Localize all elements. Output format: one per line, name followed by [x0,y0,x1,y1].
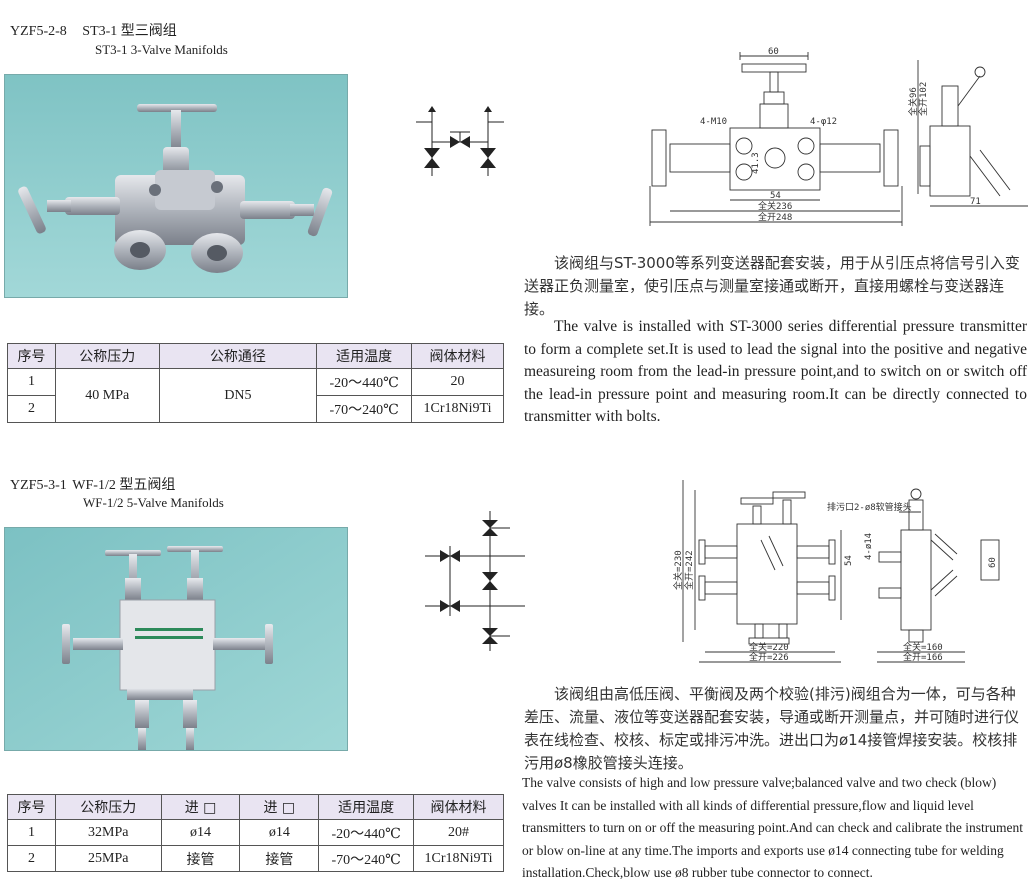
col-header-inlet: 进 □ [160,794,241,820]
cell-pressure: 32MPa [54,819,162,846]
table-row: 2 -70～240℃ 1Cr18Ni9Ti [7,395,504,423]
section2-subtitle: WF-1/2 5-Valve Manifolds [83,495,224,510]
drawing2-drain: 排污口2-ø8软管接头 [827,501,912,513]
cell-diameter: DN5 [158,368,318,423]
col-header-material: 阀体材料 [411,343,504,369]
section2-heading: YZF5-3-1 WF-1/2 型五阀组 [10,474,175,494]
drawing1-w54: 54 [770,191,781,201]
table-row: 1 40 MPa DN5 -20～440℃ 20 [7,368,504,423]
col-header-pressure: 公称压力 [54,794,162,820]
cell-no: 1 [7,368,56,396]
cell-inlet: 接管 [239,845,320,872]
cell-material: 1Cr18Ni9Ti [411,395,504,423]
drawing2-h54: 54 [844,555,854,566]
col-header-material: 阀体材料 [413,794,504,820]
drawing2-h-close: 全关=230 [672,550,684,590]
drawing2-s60: 60 [988,557,998,568]
drawing2-w-open: 全开=226 [749,651,789,663]
section1-description-zh: 该阀组与ST-3000等系列变送器配套安装，用于从引压点将信号引入变送器正负测量… [524,254,1020,318]
cell-no: 2 [7,845,56,872]
three-valve-symbol [416,106,504,176]
five-valve-manifold-photo [4,527,348,751]
cell-temp: -20～440℃ [316,368,413,396]
section2-title: WF-1/2 型五阀组 [72,478,176,493]
col-header-inlet: 进 □ [239,794,320,820]
col-header-pressure: 公称压力 [54,343,160,369]
drawing2-h-open: 全开=242 [683,550,695,590]
cell-inlet: ø14 [160,819,241,846]
drawing1-close236: 全关236 [758,200,792,212]
col-header-temp: 适用温度 [318,794,415,820]
section2-code: YZF5-3-1 [10,478,67,493]
drawing1-top-width: 60 [768,47,779,57]
table-row: 2 25MPa 接管 接管 -70～240℃ 1Cr18Ni9Ti [7,845,504,872]
cell-pressure: 25MPa [54,845,162,872]
cell-inlet: ø14 [239,819,320,846]
section2-description-zh: 该阀组由高低压阀、平衡阀及两个校验(排污)阀组合为一体，可与各种差压、流量、液位… [524,685,1020,772]
section2-description-en: The valve consists of high and low press… [522,775,1023,880]
cell-temp: -70～240℃ [318,845,415,872]
cell-no: 1 [7,819,56,846]
drawing2-s-close: 全关=160 [903,641,943,653]
cell-inlet: 接管 [160,845,241,872]
section1-title: ST3-1 型三阀组 [82,24,177,39]
section2-spec-table: 序号 公称压力 进 □ 进 □ 适用温度 阀体材料 1 32MPa ø14 ø1… [7,794,504,872]
section1-spec-table: 序号 公称压力 公称通径 适用温度 阀体材料 1 40 MPa DN5 -20～… [7,343,504,423]
col-header-no: 序号 [7,794,56,820]
drawing1-side71: 71 [970,197,981,207]
table-header-row: 序号 公称压力 公称通径 适用温度 阀体材料 [7,343,504,369]
drawing1-m10: 4-M10 [700,117,727,127]
section1-heading: YZF5-2-8 ST3-1 型三阀组 [10,20,177,40]
table-header-row: 序号 公称压力 进 □ 进 □ 适用温度 阀体材料 [7,794,504,820]
three-valve-manifold-photo [4,74,348,298]
drawing1-open248: 全开248 [758,211,792,223]
section1-code: YZF5-2-8 [10,24,67,39]
section1-description-en: The valve is installed with ST-3000 seri… [524,318,1027,425]
drawing1-phi12: 4-φ12 [810,117,837,127]
drawing2-phi14: 4-ø14 [864,533,874,560]
drawing1-h-close: 全关96 [907,87,919,116]
cell-temp: -20～440℃ [318,819,415,846]
drawing2-s-open: 全开=166 [903,651,943,663]
drawing1-h-open: 全开102 [917,82,929,116]
col-header-no: 序号 [7,343,56,369]
drawing1-inner: 41.3 [751,152,761,174]
cell-temp: -70～240℃ [316,395,413,423]
cell-material: 1Cr18Ni9Ti [413,845,504,872]
section1-subtitle: ST3-1 3-Valve Manifolds [95,42,228,57]
cell-material: 20 [411,368,504,396]
five-valve-dimension-drawing: 排污口2-ø8软管接头 全关=230 全开=242 4-ø14 54 全关=22… [672,480,1000,663]
col-header-temp: 适用温度 [316,343,413,369]
cell-pressure: 40 MPa [54,368,160,423]
three-valve-dimension-drawing: 60 4-M10 4-φ12 41.3 54 全关236 全开248 全关96 … [649,47,1028,226]
cell-material: 20# [413,819,504,846]
cell-no: 2 [7,395,56,423]
drawing2-w-close: 全关=220 [749,641,789,653]
col-header-diameter: 公称通径 [158,343,318,369]
five-valve-symbol [425,511,525,651]
table-row: 1 32MPa ø14 ø14 -20～440℃ 20# [7,819,504,846]
